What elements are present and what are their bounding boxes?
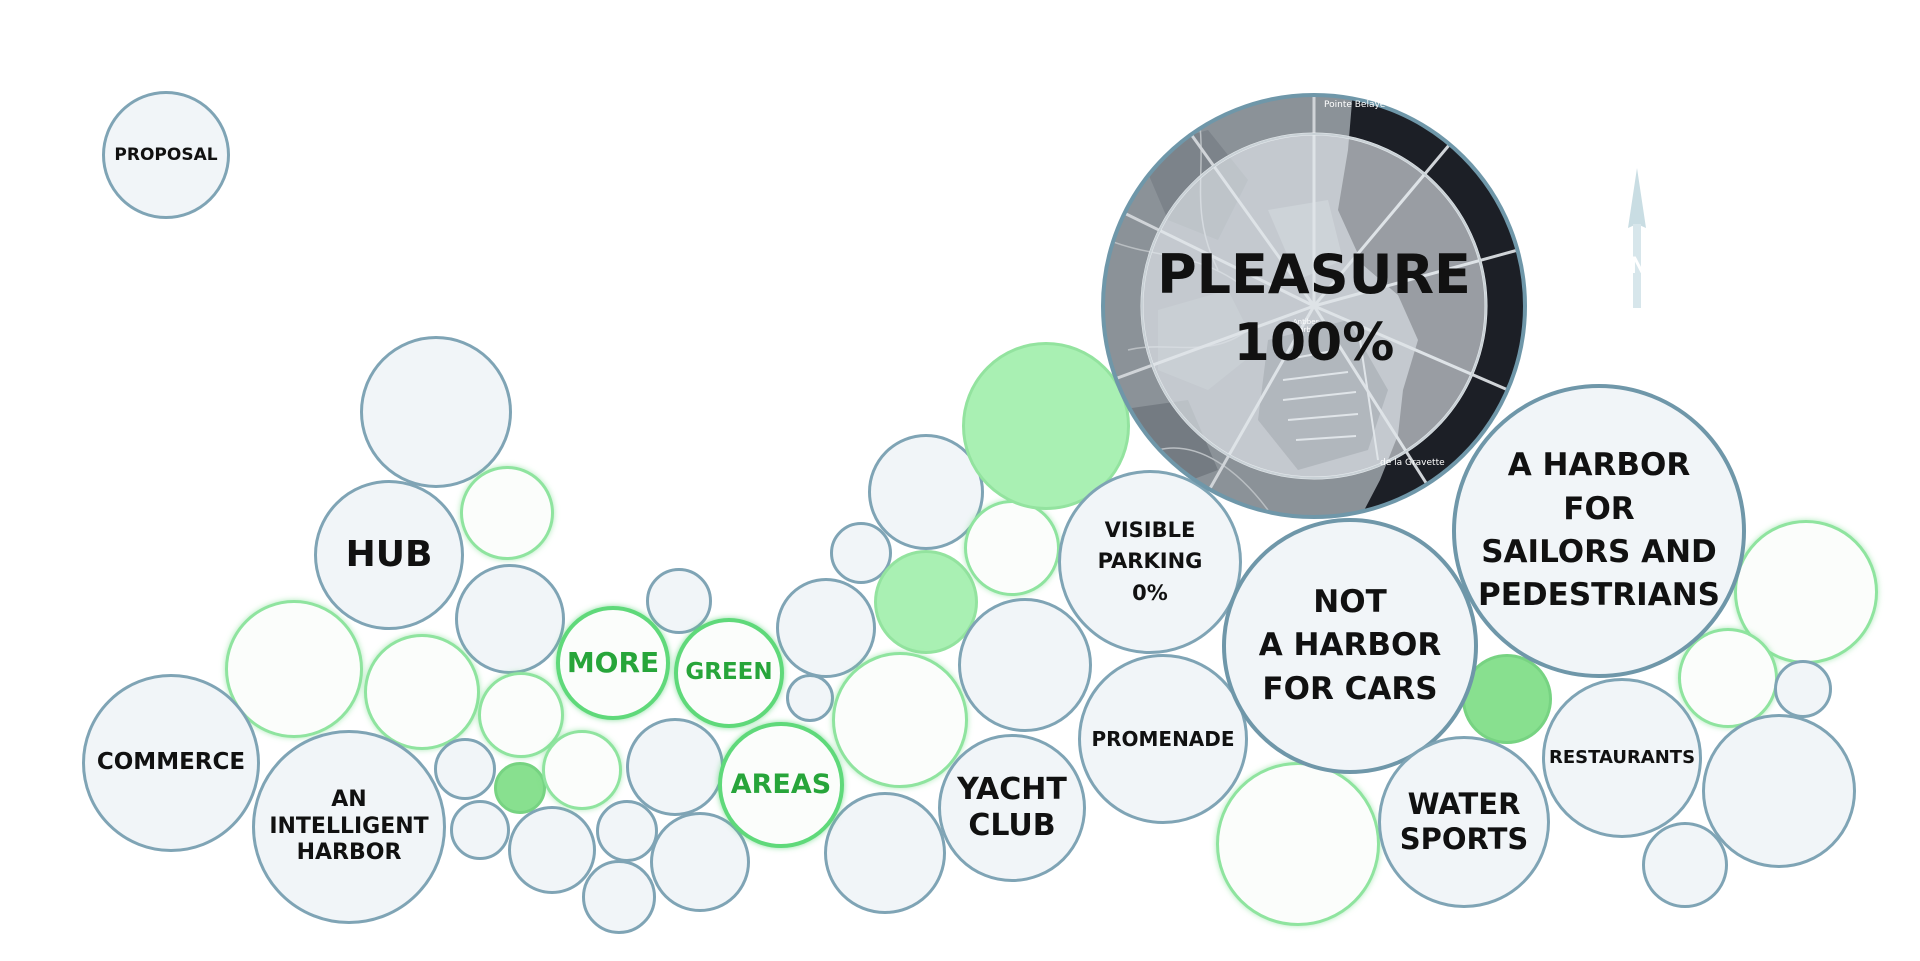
map-label-center: Antibes Harbor [1292, 318, 1320, 334]
bubble [868, 434, 984, 550]
bubble [786, 674, 834, 722]
bubble [958, 598, 1092, 732]
sailors-line-4: PEDESTRIANS [1478, 577, 1720, 614]
bubble [1642, 822, 1728, 908]
north-letter: N [1629, 254, 1648, 279]
water-sports-bubble: WATER SPORTS [1378, 736, 1550, 908]
bubble [626, 718, 724, 816]
bubble [225, 600, 363, 738]
pleasure-title: PLEASURE [1157, 243, 1471, 306]
cars-line-1: NOT [1313, 583, 1387, 620]
water-line-1: WATER [1407, 787, 1521, 822]
intelligent-line-2: INTELLIGENT [269, 813, 429, 839]
restaurants-label: RESTAURANTS [1548, 747, 1696, 769]
bubble [646, 568, 712, 634]
bubble [964, 500, 1060, 596]
north-arrow-icon [1628, 168, 1646, 308]
promenade-label: PROMENADE [1091, 727, 1235, 751]
yacht-club-bubble: YACHT CLUB [938, 734, 1086, 882]
bubble [1734, 520, 1878, 664]
parking-line-3: 0% [1132, 580, 1168, 605]
bubble [494, 762, 546, 814]
proposal-label: PROPOSAL [114, 144, 218, 165]
map-image [1101, 93, 1527, 519]
cars-line-2: A HARBOR [1258, 627, 1442, 664]
not-harbor-for-cars-label: NOT A HARBOR FOR CARS [1259, 581, 1441, 711]
pleasure-percent: 100% [1233, 313, 1395, 374]
bubble [824, 792, 946, 914]
yacht-line-2: CLUB [968, 808, 1056, 843]
bubble [874, 550, 978, 654]
north-arrow: N [1626, 168, 1648, 308]
hub-bubble: HUB [314, 480, 464, 630]
sailors-line-2: FOR [1563, 490, 1635, 527]
bubble [364, 634, 480, 750]
bubble [1462, 654, 1552, 744]
bubble [450, 800, 510, 860]
sailors-pedestrians-label: A HARBOR FOR SAILORS AND PEDESTRIANS [1478, 444, 1720, 618]
map-label-top: Pointe Belaye [1324, 100, 1386, 110]
areas-label: AREAS [730, 768, 832, 800]
yacht-club-label: YACHT CLUB [957, 772, 1067, 844]
intelligent-harbor-label: AN INTELLIGENT HARBOR [269, 787, 428, 866]
bubble [1216, 762, 1380, 926]
pleasure-map-circle: Pointe Belaye de la Gravette Antibes Har… [1098, 90, 1530, 522]
sailors-pedestrians-bubble: A HARBOR FOR SAILORS AND PEDESTRIANS [1452, 384, 1746, 678]
visible-parking-label: VISIBLE PARKING 0% [1098, 515, 1203, 610]
bubble [1774, 660, 1832, 718]
water-line-2: SPORTS [1399, 822, 1529, 856]
restaurants-bubble: RESTAURANTS [1542, 678, 1702, 838]
promenade-bubble: PROMENADE [1078, 654, 1248, 824]
bubble [596, 800, 658, 862]
bubble [478, 672, 564, 758]
parking-line-1: VISIBLE [1104, 517, 1196, 542]
intelligent-line-1: AN [331, 787, 367, 813]
sailors-line-1: A HARBOR [1507, 447, 1691, 484]
green-bubble: GREEN [674, 618, 784, 728]
more-label: MORE [566, 646, 660, 680]
intelligent-line-3: HARBOR [296, 840, 402, 866]
bubble [508, 806, 596, 894]
hub-label: HUB [345, 534, 433, 576]
bubble [1678, 628, 1778, 728]
bubble [542, 730, 622, 810]
sailors-line-3: SAILORS AND [1481, 534, 1717, 570]
bubble [582, 860, 656, 934]
map-label-bottom: de la Gravette [1380, 458, 1445, 468]
parking-line-2: PARKING [1097, 549, 1203, 574]
cars-line-3: FOR CARS [1262, 670, 1438, 707]
bubble [832, 652, 968, 788]
bubble [360, 336, 512, 488]
areas-bubble: AREAS [718, 722, 844, 848]
yacht-line-1: YACHT [957, 772, 1067, 807]
bubble [460, 466, 554, 560]
bubble [650, 812, 750, 912]
visible-parking-bubble: VISIBLE PARKING 0% [1058, 470, 1242, 654]
bubble [455, 564, 565, 674]
not-harbor-for-cars-bubble: NOT A HARBOR FOR CARS [1222, 518, 1478, 774]
pleasure-label: PLEASURE 100% [1098, 240, 1530, 378]
green-label: GREEN [685, 659, 773, 686]
bubble [776, 578, 876, 678]
bubble [434, 738, 496, 800]
water-sports-label: WATER SPORTS [1400, 787, 1529, 857]
commerce-label: COMMERCE [96, 749, 246, 776]
proposal-bubble: PROPOSAL [102, 91, 230, 219]
bubble [1702, 714, 1856, 868]
more-bubble: MORE [556, 606, 670, 720]
commerce-bubble: COMMERCE [82, 674, 260, 852]
intelligent-harbor-bubble: AN INTELLIGENT HARBOR [252, 730, 446, 924]
